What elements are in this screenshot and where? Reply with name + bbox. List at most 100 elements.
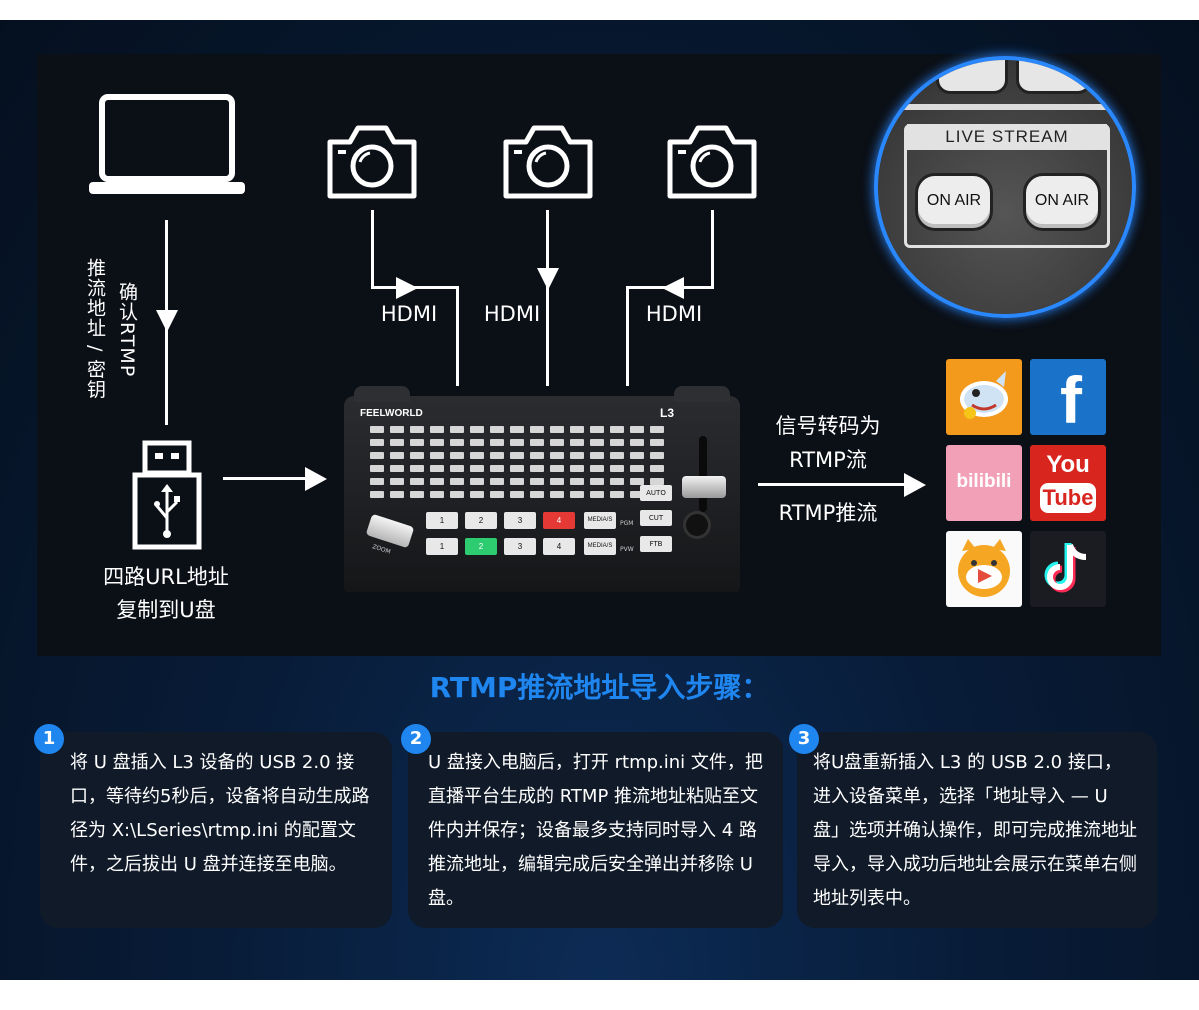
device-small-button[interactable] (470, 465, 484, 472)
device-small-button[interactable] (470, 491, 484, 498)
device-small-button[interactable] (630, 478, 644, 485)
device-small-button[interactable] (370, 478, 384, 485)
device-small-button[interactable] (630, 426, 644, 433)
device-small-button[interactable] (430, 426, 444, 433)
device-small-button[interactable] (410, 439, 424, 446)
device-small-button[interactable] (470, 426, 484, 433)
device-small-button[interactable] (590, 491, 604, 498)
device-small-button[interactable] (510, 452, 524, 459)
device-small-button[interactable] (590, 439, 604, 446)
device-small-button[interactable] (650, 465, 664, 472)
device-small-button[interactable] (450, 491, 464, 498)
device-small-button[interactable] (490, 439, 504, 446)
device-number-button[interactable]: 4 (543, 512, 575, 529)
device-small-button[interactable] (370, 452, 384, 459)
auto-button[interactable]: AUTO (640, 485, 672, 501)
device-small-button[interactable] (430, 478, 444, 485)
device-number-button[interactable]: 4 (543, 538, 575, 555)
device-small-button[interactable] (650, 426, 664, 433)
device-small-button[interactable] (370, 491, 384, 498)
device-small-button[interactable] (650, 452, 664, 459)
device-small-button[interactable] (470, 439, 484, 446)
device-small-button[interactable] (510, 426, 524, 433)
device-small-button[interactable] (370, 426, 384, 433)
device-small-button[interactable] (530, 426, 544, 433)
device-small-button[interactable] (550, 426, 564, 433)
device-small-button[interactable] (490, 426, 504, 433)
device-small-button[interactable] (510, 465, 524, 472)
device-small-button[interactable] (550, 465, 564, 472)
device-small-button[interactable] (570, 465, 584, 472)
device-small-button[interactable] (610, 452, 624, 459)
device-small-button[interactable] (430, 452, 444, 459)
device-number-button[interactable]: 3 (504, 538, 536, 555)
device-small-button[interactable] (490, 491, 504, 498)
device-small-button[interactable] (390, 426, 404, 433)
device-small-button[interactable] (390, 439, 404, 446)
device-small-button[interactable] (490, 478, 504, 485)
device-small-button[interactable] (430, 439, 444, 446)
device-small-button[interactable] (450, 452, 464, 459)
device-small-button[interactable] (530, 478, 544, 485)
device-small-button[interactable] (550, 491, 564, 498)
device-small-button[interactable] (410, 478, 424, 485)
device-small-button[interactable] (570, 439, 584, 446)
device-small-button[interactable] (490, 465, 504, 472)
device-small-button[interactable] (630, 452, 644, 459)
device-number-button[interactable]: 3 (504, 512, 536, 529)
device-small-button[interactable] (470, 478, 484, 485)
device-small-button[interactable] (470, 452, 484, 459)
device-small-button[interactable] (550, 478, 564, 485)
device-small-button[interactable] (650, 478, 664, 485)
device-small-button[interactable] (450, 439, 464, 446)
device-small-button[interactable] (570, 478, 584, 485)
device-small-button[interactable] (630, 439, 644, 446)
device-number-button[interactable]: 2 (465, 512, 497, 529)
device-number-button[interactable]: 1 (426, 538, 458, 555)
device-small-button[interactable] (590, 452, 604, 459)
device-number-button[interactable]: 1 (426, 512, 458, 529)
t-bar-handle[interactable] (682, 476, 726, 498)
device-small-button[interactable] (430, 465, 444, 472)
device-small-button[interactable] (610, 465, 624, 472)
on-air-button-1[interactable]: ON AIR (915, 173, 993, 231)
on-air-button-2[interactable]: ON AIR (1023, 173, 1101, 231)
device-small-button[interactable] (410, 465, 424, 472)
device-small-button[interactable] (390, 491, 404, 498)
device-small-button[interactable] (490, 452, 504, 459)
device-small-button[interactable] (530, 465, 544, 472)
device-small-button[interactable] (570, 426, 584, 433)
device-small-button[interactable] (370, 439, 384, 446)
device-small-button[interactable] (410, 491, 424, 498)
device-small-button[interactable] (610, 478, 624, 485)
device-small-button[interactable] (370, 465, 384, 472)
device-small-button[interactable] (390, 478, 404, 485)
device-small-button[interactable] (510, 491, 524, 498)
device-small-button[interactable] (390, 465, 404, 472)
device-small-button[interactable] (510, 478, 524, 485)
device-small-button[interactable] (610, 491, 624, 498)
device-small-button[interactable] (590, 426, 604, 433)
device-small-button[interactable] (450, 465, 464, 472)
device-small-button[interactable] (550, 452, 564, 459)
device-small-button[interactable] (530, 491, 544, 498)
media-button[interactable]: MEDIA/S (584, 512, 616, 529)
device-small-button[interactable] (610, 439, 624, 446)
device-small-button[interactable] (630, 491, 644, 498)
device-small-button[interactable] (630, 465, 644, 472)
device-small-button[interactable] (610, 426, 624, 433)
device-small-button[interactable] (650, 439, 664, 446)
device-small-button[interactable] (450, 426, 464, 433)
device-small-button[interactable] (570, 491, 584, 498)
joystick-knob[interactable] (686, 514, 708, 536)
device-small-button[interactable] (590, 465, 604, 472)
device-small-button[interactable] (390, 452, 404, 459)
device-small-button[interactable] (590, 478, 604, 485)
device-small-button[interactable] (510, 439, 524, 446)
device-small-button[interactable] (450, 478, 464, 485)
media-button[interactable]: MEDIA/S (584, 538, 616, 555)
device-small-button[interactable] (530, 439, 544, 446)
device-small-button[interactable] (570, 452, 584, 459)
device-small-button[interactable] (410, 426, 424, 433)
device-small-button[interactable] (530, 452, 544, 459)
